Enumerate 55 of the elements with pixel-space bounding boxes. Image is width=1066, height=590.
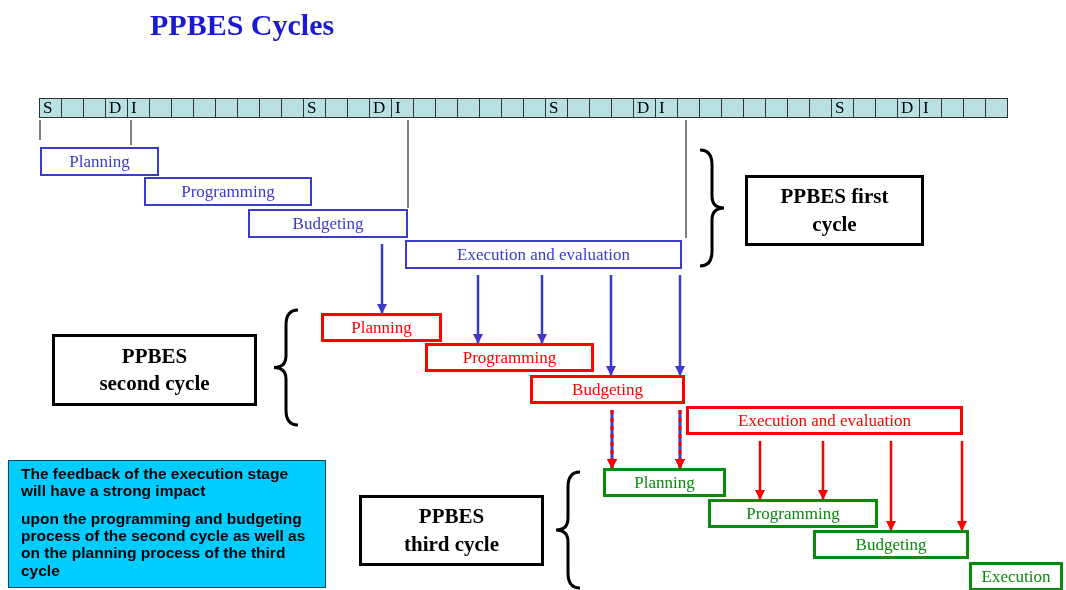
arrow [537, 275, 547, 344]
arrow [675, 275, 685, 376]
timeline-cell: D [897, 98, 920, 118]
phase-box [321, 313, 442, 342]
timeline-cell: D [633, 98, 656, 118]
phase-box [603, 468, 726, 497]
arrow [606, 275, 616, 376]
arrow [755, 441, 765, 500]
phase-box [144, 177, 312, 206]
phase-label: Execution [981, 566, 1051, 587]
phase-label: Execution and evaluation [738, 410, 911, 431]
phase-label: Budgeting [572, 379, 643, 400]
cycle-title: PPBES third cycle [402, 503, 501, 558]
phase-label: Budgeting [855, 534, 927, 555]
timeline-cell: I [391, 98, 414, 118]
cycle-title: PPBES second cycle [98, 342, 211, 397]
note-text: upon the programming and budgeting process of the second cycle as well as on the planning process of the third cycle [21, 509, 307, 580]
phase-box [40, 147, 159, 176]
timeline-cell: S [831, 98, 854, 118]
phase-label: Budgeting [292, 213, 364, 234]
timeline-cell: S [545, 98, 568, 118]
phase-box [708, 499, 878, 528]
phase-box [969, 562, 1063, 590]
phase-box [425, 343, 594, 372]
cycle-box [359, 495, 544, 566]
timeline-cell: I [919, 98, 942, 118]
phase-label: Programming [462, 347, 557, 368]
cycle-box [745, 175, 924, 246]
phase-box [530, 375, 685, 404]
arrow [473, 275, 483, 344]
phase-label: Programming [181, 181, 275, 202]
note-text: The feedback of the execution stage will have a strong impact [21, 465, 289, 500]
timeline-cell: I [127, 98, 150, 118]
phase-box [405, 240, 682, 269]
title: PPBES Cycles [150, 8, 335, 42]
timeline-cell: I [655, 98, 678, 118]
timeline-cell: D [105, 98, 128, 118]
phase-label: Planning [634, 472, 695, 493]
cycle-title: PPBES first cycle [779, 183, 890, 238]
timeline-cell: D [369, 98, 392, 118]
phase-label: Planning [351, 317, 412, 338]
arrow [377, 244, 387, 314]
arrow [818, 441, 828, 500]
phase-box [813, 530, 969, 559]
phase-label: Planning [69, 151, 130, 172]
arrow [886, 441, 896, 531]
note-box [8, 460, 326, 588]
cycle-box [52, 334, 257, 406]
phase-box [686, 406, 963, 435]
arrow [957, 441, 967, 531]
phase-label: Execution and evaluation [457, 244, 630, 265]
timeline-cell: S [39, 98, 62, 118]
phase-label: Programming [746, 503, 840, 524]
phase-box [248, 209, 408, 238]
timeline-cell: S [303, 98, 326, 118]
